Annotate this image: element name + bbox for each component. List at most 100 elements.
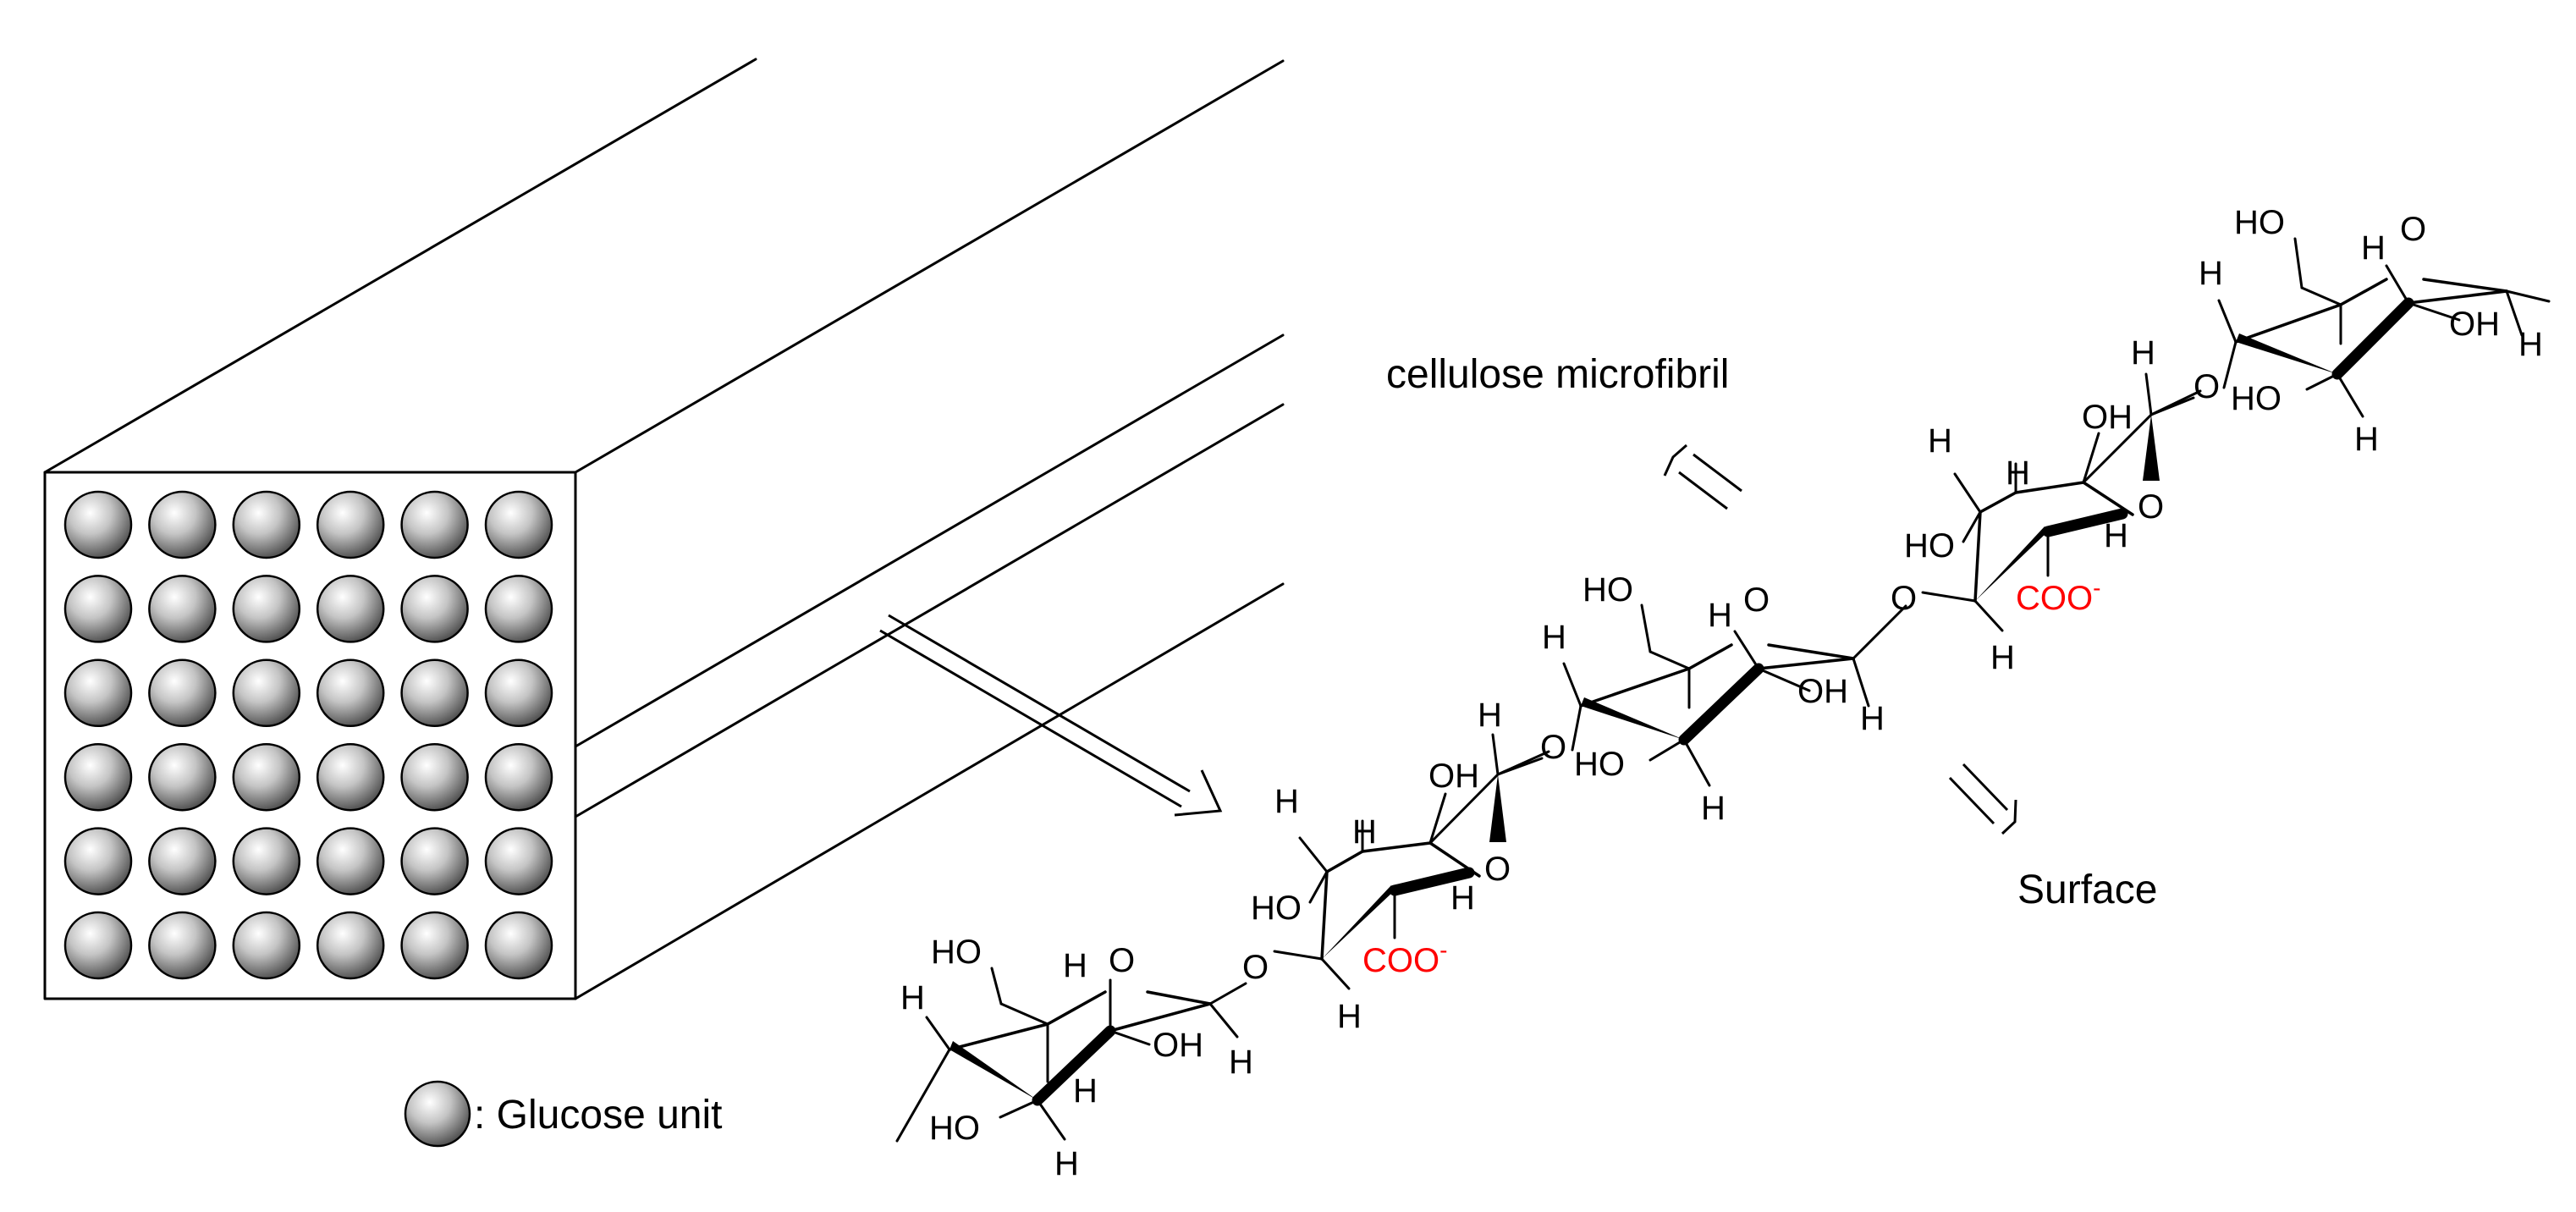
atom-h: H <box>2006 454 2030 492</box>
glucose-unit-sphere <box>400 827 469 895</box>
arrow-microfibril-icon <box>1663 443 1742 510</box>
glucose-unit-sphere <box>232 658 301 728</box>
ring-oxygen: O <box>1109 942 1135 979</box>
surface-label: Surface <box>2017 868 2157 912</box>
atom-h: H <box>2131 334 2155 372</box>
glucose-unit-sphere <box>316 911 385 980</box>
glucose-unit-sphere <box>232 827 301 895</box>
atom-oh: OH <box>1428 758 1479 795</box>
atom-h: H <box>1542 619 1566 656</box>
atom-h: H <box>2518 326 2543 363</box>
atom-h: H <box>1337 998 1362 1035</box>
glycosidic-bond <box>1273 950 1324 961</box>
atom-h: H <box>2354 421 2379 458</box>
atom-h: H <box>1073 1072 1098 1110</box>
glucose-unit-sphere <box>484 658 553 728</box>
glucose-unit-sphere <box>148 575 217 643</box>
glucose-unit-sphere <box>316 827 385 895</box>
glucose-unit-legend-icon <box>404 1080 471 1148</box>
glucose-unit-sphere <box>400 658 469 728</box>
atom-h: H <box>1063 947 1087 984</box>
glucose-unit-sphere <box>484 827 553 895</box>
atom-h: H <box>1054 1145 1079 1182</box>
glucose-unit-sphere <box>63 827 133 895</box>
glucose-ring-a: HO H H O OH H HO H H <box>895 934 1253 1182</box>
atom-ho: HO <box>1904 527 1955 565</box>
glucose-unit-sphere <box>316 742 385 812</box>
glycosidic-bond <box>1921 591 1977 603</box>
arrow-surface-icon <box>1948 763 2017 835</box>
atom-h: H <box>1990 639 2015 676</box>
glucose-unit-sphere <box>484 490 553 559</box>
glucose-unit-sphere <box>148 490 217 559</box>
glucose-unit-sphere <box>232 911 301 980</box>
atom-ho: HO <box>2231 380 2282 417</box>
glucose-unit-sphere <box>484 911 553 980</box>
glycosidic-oxygen: O <box>2193 368 2220 405</box>
glycosidic-bond <box>1571 704 1582 752</box>
atom-h: H <box>1478 697 1502 734</box>
glucose-ring-e: HO H H O OH H HO H <box>2199 204 2551 458</box>
glucose-ring-c: HO H H O OH H HO H <box>1542 571 1907 827</box>
glucose-unit-sphere <box>484 742 553 812</box>
glucose-unit-sphere <box>400 575 469 643</box>
atom-oh: OH <box>1153 1027 1203 1064</box>
glucose-unit-sphere <box>148 658 217 728</box>
box-front-face <box>43 471 577 1000</box>
glucose-unit-sphere <box>148 911 217 980</box>
atom-ho: HO <box>929 1110 980 1147</box>
glucose-unit-sphere <box>316 575 385 643</box>
layer-line-lower <box>574 403 1285 818</box>
glycosidic-bond <box>2149 396 2195 416</box>
legend: : Glucose unit <box>404 1080 722 1148</box>
atom-oh: OH <box>2082 399 2133 436</box>
atom-h: H <box>2199 255 2223 292</box>
glucose-unit-sphere <box>63 575 133 643</box>
glucose-unit-sphere <box>400 742 469 812</box>
atom-ho: HO <box>1251 890 1302 927</box>
glucose-unit-sphere <box>63 742 133 812</box>
carboxylate-group: COO- <box>1362 937 1447 979</box>
carboxylate-group: COO- <box>2016 575 2100 617</box>
box-bottom-edge <box>574 582 1285 1000</box>
atom-ho: HO <box>1574 746 1625 783</box>
glucose-unit-sphere <box>63 658 133 728</box>
glucose-unit-sphere <box>63 911 133 980</box>
atom-oh: OH <box>1797 673 1848 710</box>
atom-ho: HO <box>931 934 982 971</box>
cellulose-microfibril-label: cellulose microfibril <box>1386 352 1729 397</box>
glucose-unit-sphere <box>232 490 301 559</box>
glucose-unit-sphere <box>148 827 217 895</box>
glycosidic-oxygen: O <box>1891 580 1917 617</box>
glycosidic-oxygen: O <box>1540 729 1566 766</box>
atom-h: H <box>1860 700 1885 737</box>
atom-oh: OH <box>2449 306 2500 343</box>
atom-h: H <box>1274 783 1299 820</box>
atom-h: H <box>2361 229 2386 267</box>
atom-h: H <box>1450 879 1475 917</box>
glucose-unit-sphere <box>232 575 301 643</box>
glycosidic-bond <box>2222 340 2237 389</box>
glycosidic-oxygen: O <box>1242 949 1269 986</box>
glucose-unit-sphere <box>63 490 133 559</box>
box-top-right-edge <box>574 59 1285 474</box>
arrow-to-chain-icon <box>879 614 1223 817</box>
box-top-left-edge <box>43 58 757 474</box>
layer-line-upper <box>574 333 1285 748</box>
atom-h: H <box>1352 813 1377 851</box>
glucose-unit-sphere <box>316 658 385 728</box>
atom-h: H <box>1701 790 1726 827</box>
ring-oxygen: O <box>2138 488 2164 526</box>
atom-h: H <box>1229 1044 1253 1081</box>
atom-h: H <box>900 979 925 1016</box>
glucose-unit-sphere <box>316 490 385 559</box>
ring-oxygen: O <box>2400 211 2426 248</box>
glucose-unit-sphere <box>484 575 553 643</box>
glucose-unit-sphere <box>232 742 301 812</box>
glucuronate-ring-d: H H OH H HO H O COO- H <box>1904 334 2202 676</box>
glucose-unit-sphere <box>400 490 469 559</box>
atom-h: H <box>1708 597 1732 634</box>
atom-ho: HO <box>2234 204 2285 241</box>
legend-label: : Glucose unit <box>474 1093 722 1138</box>
